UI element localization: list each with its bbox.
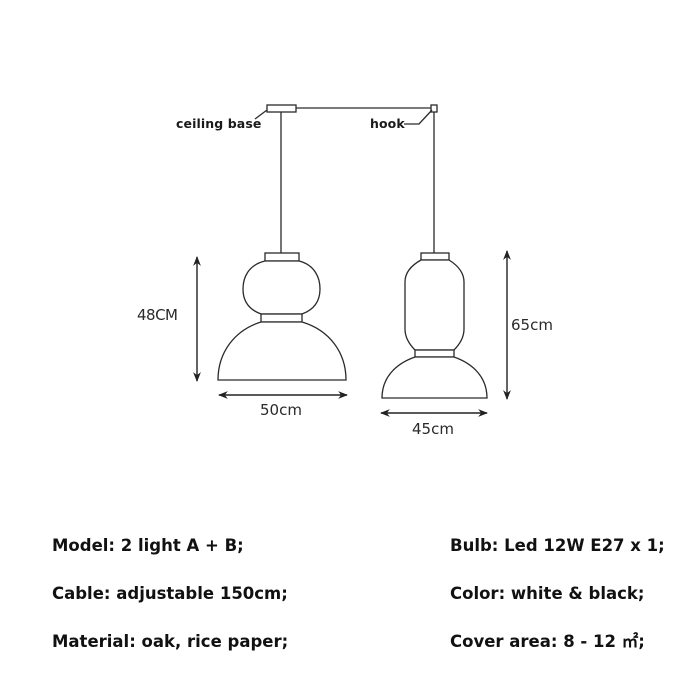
- spec-cable: Cable: adjustable 150cm;: [52, 584, 288, 603]
- spec-material: Material: oak, rice paper;: [52, 632, 289, 651]
- lamp-a-cap: [264, 252, 300, 262]
- lamp-b-width-label: 45cm: [412, 420, 454, 438]
- lamp-b-capsule: [404, 259, 465, 351]
- spec-cover-area: Cover area: 8 - 12 ㎡;: [450, 632, 645, 651]
- spec-model: Model: 2 light A + B;: [52, 536, 244, 555]
- lamp-a-collar: [260, 313, 303, 323]
- lamp-b-collar: [414, 349, 455, 358]
- lamp-a-drawing: [217, 112, 347, 381]
- spec-bulb: Bulb: Led 12W E27 x 1;: [450, 536, 665, 555]
- ceiling-base-leader: [254, 109, 268, 120]
- hook-leader: [404, 109, 433, 125]
- lamp-b-drawing: [381, 112, 488, 399]
- lamp-b-height-label: 65cm: [511, 316, 553, 334]
- lamp-a-width-label: 50cm: [260, 401, 302, 419]
- lamp-b-cap: [420, 252, 450, 261]
- lamp-a-globe: [242, 260, 321, 315]
- spec-color: Color: white & black;: [450, 584, 645, 603]
- lamp-b-shade: [381, 356, 488, 399]
- ceiling-base-label: ceiling base: [176, 116, 262, 131]
- ceiling-base-plate: [266, 104, 297, 113]
- lamp-a-height-label: 48CM: [137, 306, 178, 324]
- hook-label: hook: [370, 116, 405, 131]
- lamp-a-shade: [217, 321, 347, 381]
